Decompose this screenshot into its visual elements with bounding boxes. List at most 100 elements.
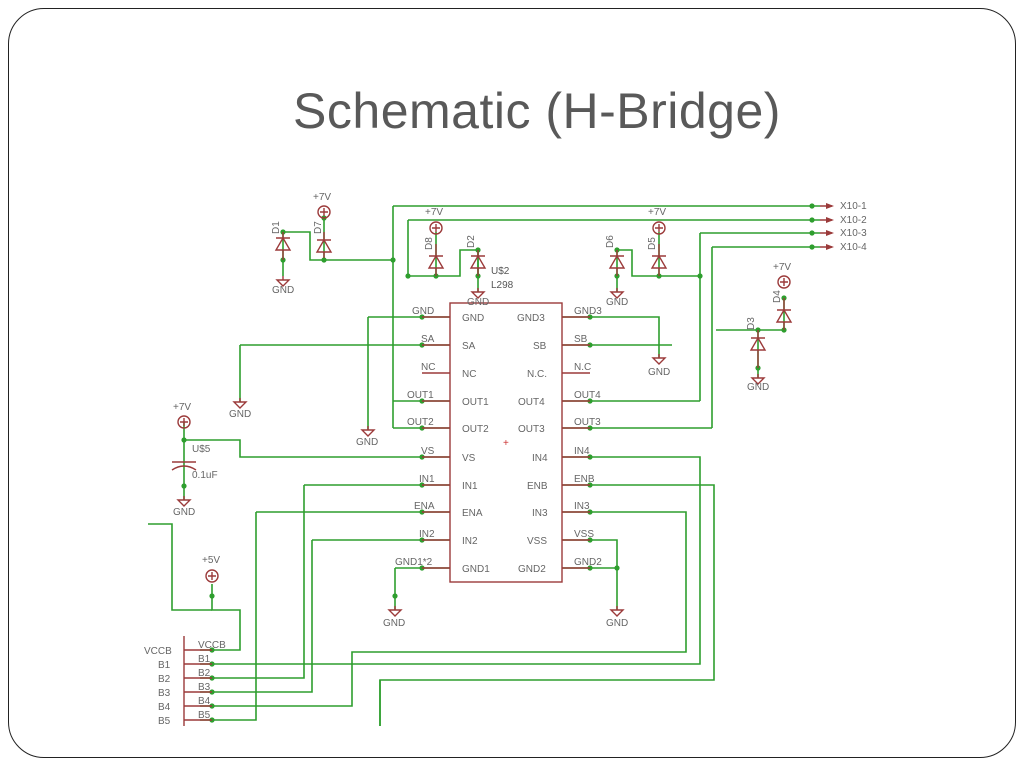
l298-ic: U$2 L298 + GND SA NC OUT1 OUT2 VS IN1 EN… [395, 266, 602, 583]
diode-d1-label: D1 [271, 221, 282, 234]
gnd-sb: GND [648, 354, 670, 378]
power-symbols: +7V +7V +7V +7V +7V +5V GND GND [173, 192, 791, 629]
diode-d3-label: D3 [746, 317, 757, 330]
plus7v-label: +7V [173, 402, 191, 413]
header-left-b3: B3 [158, 688, 171, 699]
slide-frame [8, 8, 1016, 758]
gnd-label: GND [747, 382, 769, 393]
diode-d2: D2 [466, 235, 487, 276]
header-pin-b5: B5 [198, 710, 211, 721]
x10-3-label: X10-3 [840, 228, 867, 239]
plus5v: +5V [202, 555, 220, 583]
net-gnd: GND [412, 306, 434, 317]
capacitor-name: U$5 [192, 444, 211, 455]
gnd-label: GND [606, 618, 628, 629]
pin-out1: OUT1 [462, 397, 489, 408]
net-sa: SA [421, 334, 435, 345]
diode-d7: D7 [313, 221, 333, 258]
ic-name-label: U$2 [491, 266, 510, 277]
net-gnd2: GND2 [574, 557, 602, 568]
plus7v-d4: +7V [773, 262, 791, 289]
net-out2: OUT2 [407, 417, 434, 428]
plus7v-cap: +7V [173, 402, 191, 429]
capacitor-value: 0.1uF [192, 470, 218, 481]
x10-4-label: X10-4 [840, 242, 867, 253]
gnd-d2: GND [467, 288, 489, 308]
diode-d6: D6 [605, 235, 626, 276]
pin-enb: ENB [527, 481, 548, 492]
gnd-ic: GND [356, 426, 378, 448]
gnd-d6: GND [606, 288, 628, 308]
pin-nc: NC [462, 369, 476, 380]
header-pin-b2: B2 [198, 668, 211, 679]
net-in1: IN1 [419, 474, 435, 485]
pin-gnd1: GND1 [462, 564, 490, 575]
gnd-gnd1: GND [383, 606, 405, 629]
diodes: D1 D7 D8 D2 D6 D5 D3 [271, 221, 793, 368]
header-b: VCCB B1 B2 B3 B4 B5 VCCB B1 B2 B3 B4 B5 [144, 636, 226, 727]
pin-in4: IN4 [532, 453, 548, 464]
pin-out4: OUT4 [518, 397, 545, 408]
capacitor-u5: U$5 0.1uF [171, 444, 218, 481]
diode-d8-label: D8 [424, 237, 435, 250]
header-pin-b3: B3 [198, 682, 211, 693]
ic-right-pins: GND3 SB N.C. OUT4 OUT3 IN4 ENB IN3 VSS G… [517, 306, 602, 575]
connector-x10: X10-1 X10-2 X10-3 X10-4 [820, 201, 867, 253]
pin-in3: IN3 [532, 508, 548, 519]
gnd-d1: GND [272, 276, 294, 296]
header-left-b1: B1 [158, 660, 171, 671]
diode-d5: D5 [647, 237, 668, 276]
plus7v-d8: +7V [425, 207, 443, 235]
net-vss: VSS [574, 529, 594, 540]
gnd-label: GND [356, 437, 378, 448]
net-gnd1: GND1*2 [395, 557, 433, 568]
diode-d2-label: D2 [466, 235, 477, 248]
pin-in1: IN1 [462, 481, 478, 492]
x10-2-label: X10-2 [840, 215, 867, 226]
header-pin-vccb: VCCB [198, 640, 226, 651]
gnd-cap: GND [173, 496, 195, 518]
diode-d6-label: D6 [605, 235, 616, 248]
gnd-label: GND [229, 409, 251, 420]
pin-out2: OUT2 [462, 424, 489, 435]
pin-gnd2: GND2 [518, 564, 546, 575]
gnd-label: GND [272, 285, 294, 296]
gnd-gnd2: GND [606, 606, 628, 629]
diode-d1: D1 [271, 221, 292, 260]
plus7v-label: +7V [313, 192, 331, 203]
plus5v-label: +5V [202, 555, 220, 566]
ic-left-pins: GND SA NC OUT1 OUT2 VS IN1 ENA IN2 GND1 … [395, 306, 490, 575]
net-in4: IN4 [574, 446, 590, 457]
pin-nc-right: N.C. [527, 369, 547, 380]
net-in3: IN3 [574, 501, 590, 512]
pin-gnd: GND [462, 313, 484, 324]
header-pin-b4: B4 [198, 696, 211, 707]
gnd-sa: GND [229, 398, 251, 420]
gnd-label: GND [467, 297, 489, 308]
gnd-label: GND [606, 297, 628, 308]
net-out4: OUT4 [574, 390, 601, 401]
x10-1-label: X10-1 [840, 201, 867, 212]
pin-ena: ENA [462, 508, 483, 519]
pin-sb: SB [533, 341, 547, 352]
net-enb: ENB [574, 474, 595, 485]
pin-vss: VSS [527, 536, 547, 547]
pin-out3: OUT3 [518, 424, 545, 435]
net-vs: VS [421, 446, 435, 457]
plus7v-d5: +7V [648, 207, 666, 235]
plus7v-label: +7V [425, 207, 443, 218]
diode-d5-label: D5 [647, 237, 658, 250]
header-pin-b1: B1 [198, 654, 211, 665]
pin-gnd3: GND3 [517, 313, 545, 324]
header-left-b2: B2 [158, 674, 171, 685]
gnd-label: GND [173, 507, 195, 518]
plus7v-d7: +7V [313, 192, 331, 219]
plus7v-label: +7V [648, 207, 666, 218]
gnd-label: GND [648, 367, 670, 378]
net-sb: SB [574, 334, 588, 345]
ic-part-label: L298 [491, 280, 514, 291]
slide-title: Schematic (H-Bridge) [293, 83, 781, 139]
net-nc-right: N.C [574, 362, 591, 373]
diode-d8: D8 [424, 237, 445, 276]
